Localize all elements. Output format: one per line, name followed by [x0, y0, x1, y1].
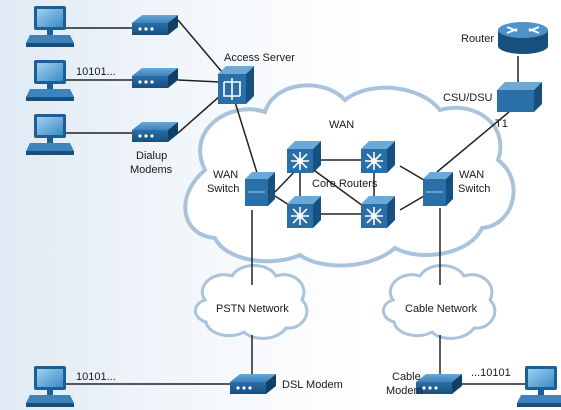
csu-dsu[interactable]: [497, 82, 542, 112]
router-label: Router: [461, 33, 494, 45]
dsl-modem[interactable]: [230, 374, 276, 394]
cable-modem[interactable]: [416, 374, 462, 394]
pstn-cloud: [193, 264, 309, 340]
access-server[interactable]: [218, 66, 254, 104]
wan-switch-left-label-2: Switch: [207, 183, 239, 195]
dsl-modem-label: DSL Modem: [282, 379, 343, 391]
wan-switch-right-label-2: Switch: [458, 183, 490, 195]
wan-switch-left[interactable]: [244, 171, 276, 207]
router[interactable]: [498, 22, 548, 54]
core-router-top-left[interactable]: [286, 140, 322, 174]
access-server-label: Access Server: [224, 52, 295, 64]
dialup-modem-2[interactable]: [132, 68, 178, 88]
dialup-label-1: Dialup: [136, 150, 167, 162]
pc-top-1[interactable]: [26, 6, 74, 47]
bits-bottom-left-label: 10101...: [76, 371, 116, 383]
cable-network-label: Cable Network: [405, 303, 478, 315]
wan-switch-right[interactable]: [422, 171, 454, 207]
bits-top-label: 10101...: [76, 66, 116, 78]
cable-modem-label-1: Cable: [392, 371, 421, 383]
pc-bottom-left[interactable]: [26, 366, 74, 407]
pstn-label: PSTN Network: [216, 303, 289, 315]
dialup-modem-3[interactable]: [132, 122, 178, 142]
dialup-label-2: Modems: [130, 164, 173, 176]
core-router-top-right[interactable]: [360, 140, 396, 174]
csu-dsu-label: CSU/DSU: [443, 92, 493, 104]
cable-modem-label-2: Modem: [386, 385, 423, 397]
pc-bottom-right[interactable]: [517, 366, 561, 407]
dialup-modem-1[interactable]: [132, 15, 178, 35]
wan-label: WAN: [329, 119, 354, 131]
bits-bottom-right-label: ...10101: [471, 367, 511, 379]
core-routers-label: Core Routers: [312, 178, 378, 190]
pc-top-3[interactable]: [26, 114, 74, 155]
t1-label: T1: [495, 118, 508, 130]
core-router-bottom-left[interactable]: [286, 195, 322, 229]
core-router-bottom-right[interactable]: [360, 195, 396, 229]
wan-switch-right-label-1: WAN: [459, 169, 484, 181]
wan-switch-left-label-1: WAN: [213, 169, 238, 181]
cable-cloud: [381, 264, 497, 340]
